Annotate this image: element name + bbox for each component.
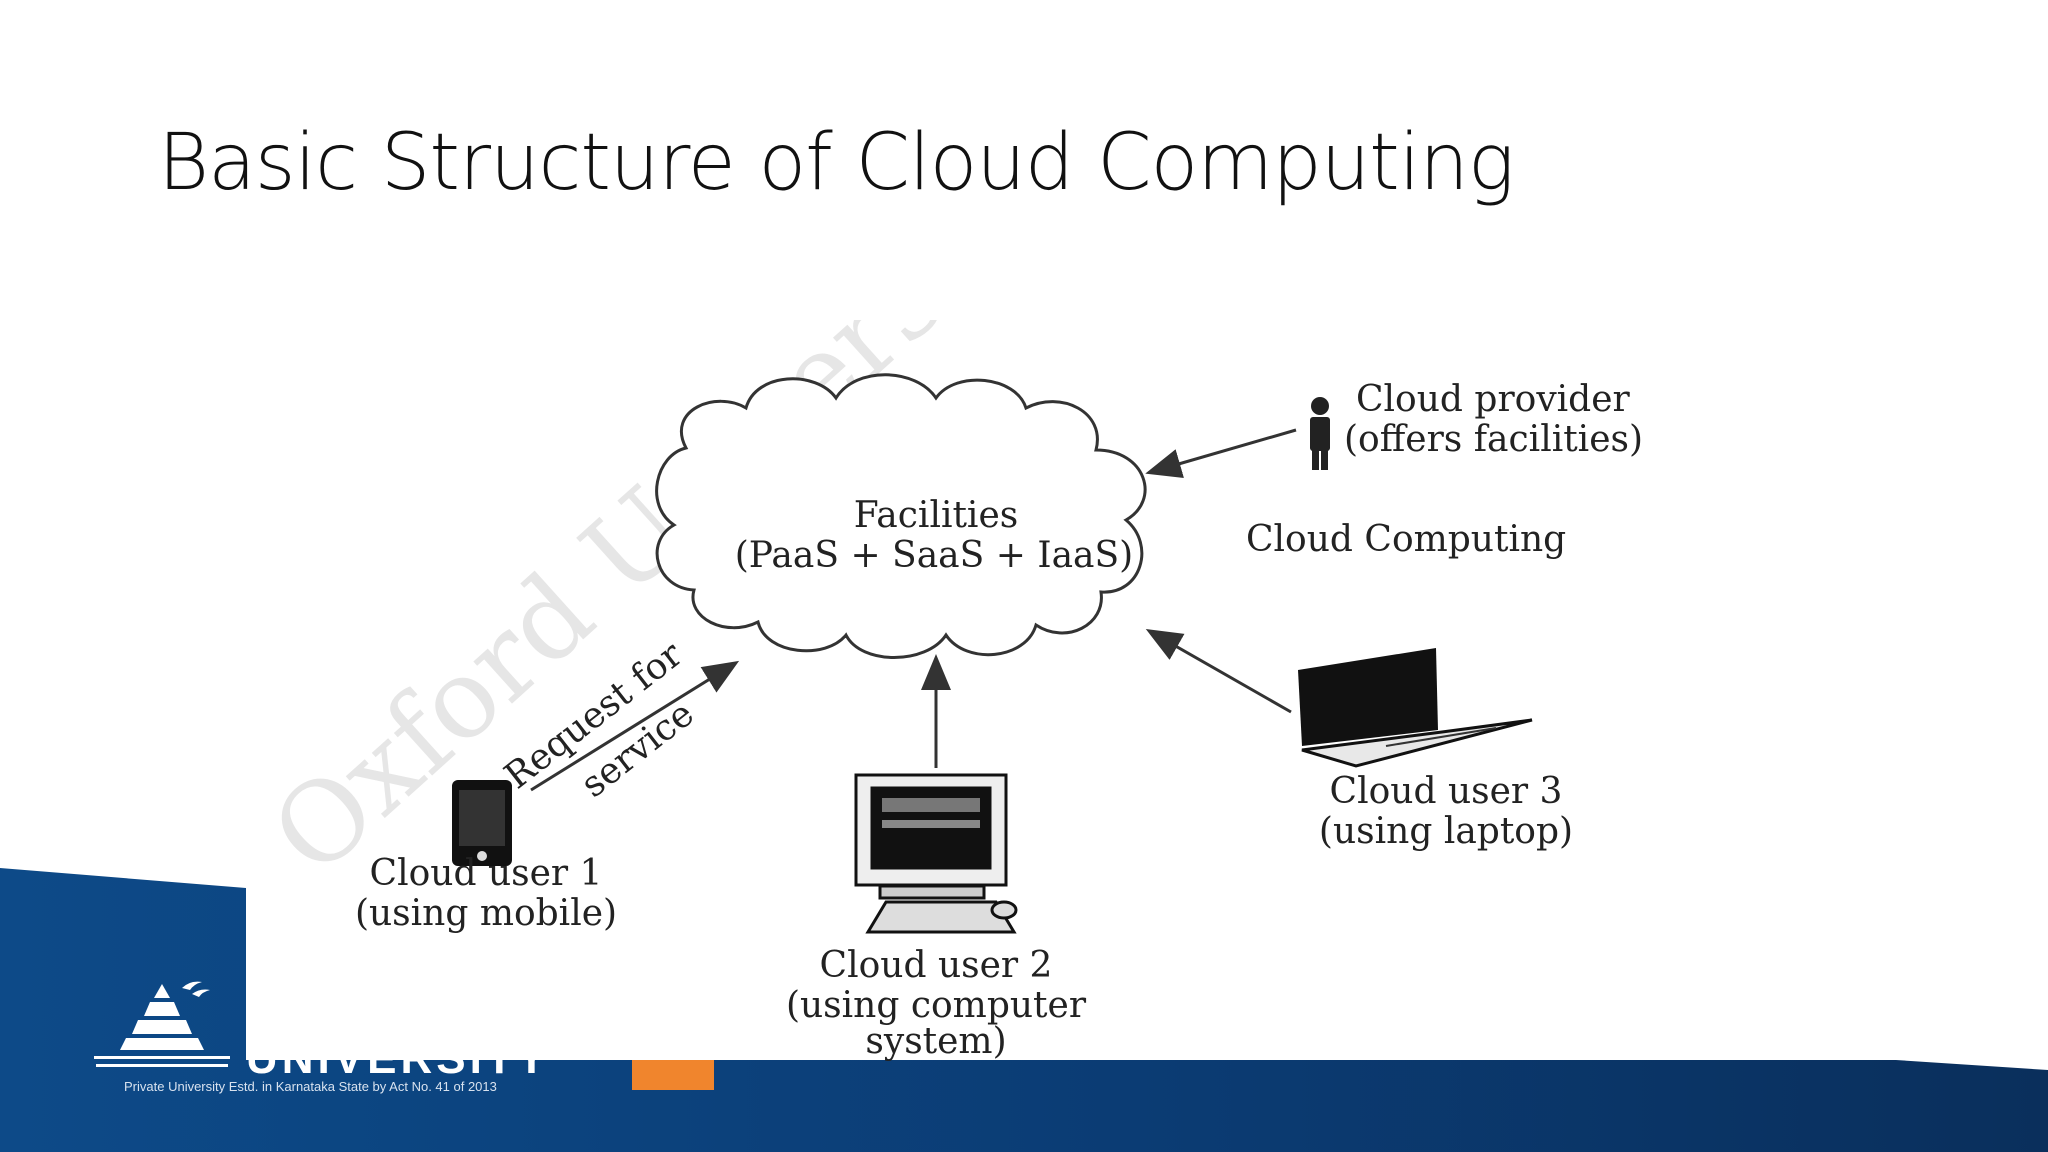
provider-line2: (offers facilities) bbox=[1344, 419, 1644, 460]
user1-line2: (using mobile) bbox=[354, 893, 618, 934]
user3-arrow bbox=[1145, 629, 1292, 714]
cloud-services: (PaaS + SaaS + IaaS) bbox=[734, 535, 1134, 576]
estd-text: Private University Estd. in Karnataka St… bbox=[124, 1079, 497, 1094]
user2-line3: system) bbox=[865, 1021, 1007, 1062]
cloud-computing-label: Cloud Computing bbox=[1246, 519, 1567, 560]
user2-line2: (using computer bbox=[785, 985, 1087, 1026]
user1-line1: Cloud user 1 bbox=[369, 853, 603, 894]
provider-arrow bbox=[1145, 428, 1297, 479]
cloud-title: Facilities bbox=[853, 495, 1019, 536]
user2-line1: Cloud user 2 bbox=[819, 945, 1053, 986]
person-icon bbox=[1310, 397, 1330, 470]
user3-line2: (using laptop) bbox=[1318, 811, 1574, 852]
slide-title: Basic Structure of Cloud Computing bbox=[158, 118, 1515, 208]
university-logo bbox=[94, 981, 230, 1067]
laptop-icon bbox=[1298, 648, 1533, 768]
mobile-icon bbox=[452, 780, 512, 866]
diagram-graphics: Oxford University bbox=[248, 320, 1533, 934]
user1-arrow bbox=[530, 660, 740, 792]
provider-line1: Cloud provider bbox=[1356, 379, 1630, 420]
cloud-diagram: Oxford University bbox=[246, 320, 1896, 1062]
cloud-shape bbox=[655, 373, 1147, 659]
user3-line1: Cloud user 3 bbox=[1329, 771, 1563, 812]
computer-icon bbox=[854, 773, 1018, 934]
